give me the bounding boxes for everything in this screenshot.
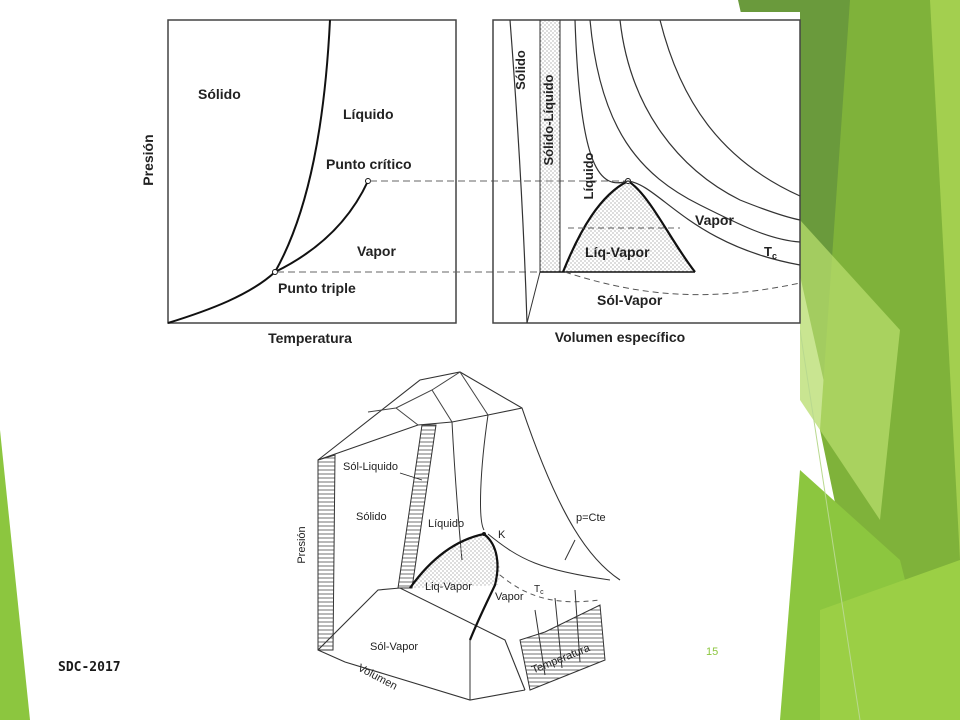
isobar-arrow	[564, 539, 576, 561]
ridge-2	[431, 389, 453, 423]
sol-liquido-pointer	[399, 472, 423, 481]
sublimation-curve	[167, 271, 276, 324]
right-step-2	[554, 597, 563, 669]
pv-region-vapor: Vapor	[695, 212, 734, 228]
pt-diagram: Presión Temperatura Sólido Líquido Punto…	[140, 19, 628, 346]
footer-label: SDC-2017	[58, 660, 121, 675]
pvt-region-sol-vapor: Sól-Vapor	[370, 641, 418, 653]
ridge-3	[459, 371, 489, 416]
pvt-region-sol-liquido: Sól-Liquido	[343, 461, 398, 473]
right-step-1	[534, 609, 546, 676]
pvt-region-liq-vapor: Liq-Vapor	[425, 581, 472, 593]
pt-frame	[167, 19, 457, 324]
pt-region-liquid: Líquido	[343, 106, 394, 122]
isotherm-tc	[574, 19, 801, 266]
pv-frame	[492, 19, 801, 324]
sol-vapor-left	[526, 271, 541, 324]
pvt-axis-volume: Volumen	[356, 662, 399, 693]
sol-liquid-strip	[397, 424, 437, 589]
pt-triple-point-label: Punto triple	[278, 280, 356, 296]
surface-top-outline	[317, 371, 621, 581]
critical-point-marker	[365, 178, 371, 184]
solid-liquid-band	[540, 20, 560, 272]
pt-region-solid: Sólido	[198, 86, 241, 102]
pv-region-sol-vapor: Sól-Vapor	[597, 292, 663, 308]
pvt-region-solido: Sólido	[356, 511, 387, 523]
isotherm-2	[589, 19, 801, 243]
pv-tc-label: Tc	[764, 244, 777, 261]
right-step-3	[574, 589, 581, 663]
pvt-region-vapor: Vapor	[495, 591, 524, 603]
vaporization-curve	[274, 180, 369, 273]
saturation-dome-3d	[409, 532, 499, 641]
left-face	[317, 454, 336, 651]
solid-line	[509, 19, 528, 324]
isotherm-3	[619, 19, 801, 221]
critical-point-3d	[482, 532, 486, 536]
fusion-curve	[274, 19, 331, 273]
top-figure-background	[135, 12, 800, 357]
isotherm-3d-1	[487, 533, 611, 581]
ridge-lines	[367, 371, 461, 413]
pt-critical-point-label: Punto crítico	[326, 156, 412, 172]
ridge-1	[395, 407, 419, 426]
page-number: 15	[706, 646, 719, 658]
green-decoration-left	[0, 430, 30, 720]
dome-fill-3d	[410, 534, 500, 588]
pv-region-solid: Sólido	[513, 50, 528, 90]
surface-lower-edge	[317, 587, 526, 691]
tc-isotherm-3d	[480, 414, 489, 531]
pvt-critical-label: K	[498, 529, 506, 541]
right-face	[519, 604, 606, 691]
isobar-dashed	[499, 574, 601, 603]
pv-region-liquid: Líquido	[581, 152, 596, 199]
triple-point-marker	[272, 269, 278, 275]
pv-region-liq-vapor: Líq-Vapor	[585, 244, 650, 260]
pt-ylabel: Presión	[140, 134, 156, 185]
isotherm-4	[659, 19, 801, 197]
pv-xlabel: Volumen específico	[555, 329, 685, 345]
pvt-region-liquido: Líquido	[428, 518, 464, 530]
bottom-edge	[317, 649, 526, 701]
pvt-isobar-label: p=Cte	[576, 512, 606, 524]
pt-region-vapor: Vapor	[357, 243, 396, 259]
dome-fill	[563, 181, 695, 272]
liquid-boundary-3d	[451, 421, 463, 561]
pv-region-solid-liquid: Sólido-Líquido	[541, 74, 556, 165]
pvt-surface: Presión Volumen Temperatura Sól-Liquido …	[296, 371, 621, 701]
pv-diagram: Sólido Sólido-Líquido Líquido Líq-Vapor …	[492, 19, 801, 345]
pt-xlabel: Temperatura	[268, 330, 352, 346]
isotherm-low	[564, 271, 801, 296]
pvt-axis-pressure: Presión	[296, 526, 308, 563]
pvt-tc-label: Tc	[534, 584, 544, 596]
